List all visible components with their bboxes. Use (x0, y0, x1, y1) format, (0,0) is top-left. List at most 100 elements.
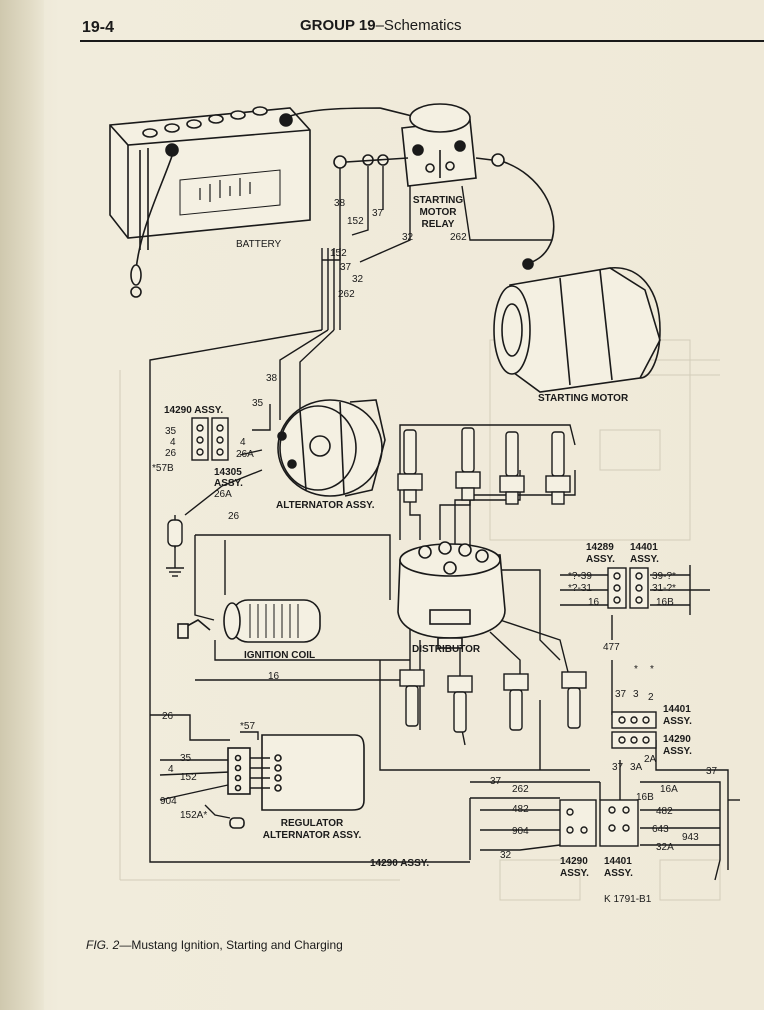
circuit-label: 37 (612, 762, 624, 773)
circuit-label: 31-?* (652, 583, 676, 594)
circuit-label: 37 (372, 208, 384, 219)
conn-14289-label-1: 14289 (586, 542, 614, 553)
circuit-label: 35 (165, 426, 177, 437)
regulator (227, 734, 365, 829)
conn-14401-mid-label-2: ASSY. (663, 716, 692, 727)
circuit-star-mark: * (634, 664, 638, 675)
circuit-label: 4 (168, 764, 174, 775)
circuit-label: 16B (636, 792, 654, 803)
conn-14401-top-label-1: 14401 (630, 542, 658, 553)
circuit-label: 37 (615, 689, 627, 700)
conn-14290-bot-label-2: ASSY. (560, 868, 589, 879)
circuit-label: 3 (633, 689, 639, 700)
connector-labels: 14290 ASSY. 14305 ASSY. 14289 ASSY. 1440… (164, 405, 692, 879)
spark-plug (399, 669, 425, 727)
conn-14401-bot-label-1: 14401 (604, 856, 632, 867)
circuit-label: *57 (240, 721, 255, 732)
circuit-label: 16 (588, 597, 600, 608)
circuit-label: 37 (706, 766, 718, 777)
book-binding-shadow (0, 0, 44, 1010)
conn-14401-top-label-2: ASSY. (630, 554, 659, 565)
circuit-label: *57B (152, 463, 174, 474)
conn-14289-label-2: ASSY. (586, 554, 615, 565)
spark-plug (447, 675, 473, 733)
group-title: –Schematics (375, 17, 462, 34)
circuit-label: 32 (352, 274, 364, 285)
circuit-label: 35 (252, 398, 264, 409)
battery-negative-terminal (165, 143, 179, 157)
circuit-label: 16A (660, 784, 678, 795)
header-rule (80, 40, 764, 42)
circuit-label: 3A (630, 762, 643, 773)
circuit-label: 482 (656, 806, 673, 817)
circuit-label: 152 (180, 772, 197, 783)
connector-14289-14401 (607, 567, 649, 609)
ignition-coil (177, 599, 321, 643)
distributor-label: DISTRIBUTOR (412, 644, 481, 655)
figure-code: K 1791-B1 (604, 894, 652, 905)
battery (109, 106, 421, 298)
circuit-label: 262 (338, 289, 355, 300)
regulator-label-2: ALTERNATOR ASSY. (263, 830, 362, 841)
circuit-label: *?-31 (568, 583, 592, 594)
conn-14290-mid-label-1: 14290 (663, 734, 691, 745)
starting-motor (493, 161, 661, 393)
circuit-label: 26A (236, 449, 254, 460)
circuit-label: 26 (165, 448, 177, 459)
conn-14401-mid-label-1: 14401 (663, 704, 691, 715)
relay-label-3: RELAY (422, 219, 455, 230)
circuit-label: 262 (512, 784, 529, 795)
circuit-label: 37 (490, 776, 502, 787)
circuit-label: 643 (652, 824, 669, 835)
relay-label-1: STARTING (413, 195, 464, 206)
circuit-label: 482 (512, 804, 529, 815)
starting-motor-relay (333, 103, 505, 187)
ignition-coil-label: IGNITION COIL (244, 650, 315, 661)
starting-motor-label: STARTING MOTOR (538, 393, 629, 404)
circuit-label: 2A (644, 754, 657, 765)
wiring-harness (149, 166, 740, 881)
circuit-label: 38 (334, 198, 346, 209)
circuit-label: 35 (180, 753, 192, 764)
spark-plug (561, 671, 587, 729)
circuit-number-labels: 38 152 37 32 262 152 37 32 262 38 35 35 … (152, 198, 718, 861)
circuit-star-mark: * (650, 664, 654, 675)
component-labels: BATTERY STARTING MOTOR RELAY STARTING MO… (236, 195, 629, 841)
circuit-label: 152 (347, 216, 364, 227)
circuit-label: 943 (682, 832, 699, 843)
circuit-label: 152 (330, 248, 347, 259)
circuit-label: 32 (500, 850, 512, 861)
circuit-label: 16B (656, 597, 674, 608)
circuit-label: 38 (266, 373, 278, 384)
circuit-label: 477 (603, 642, 620, 653)
conn-14305-label-1: 14305 (214, 467, 242, 478)
circuit-label: 26 (162, 711, 174, 722)
spark-plug (503, 673, 529, 731)
circuit-label: 2 (648, 692, 654, 703)
figure-number: FIG. 2 (86, 938, 120, 952)
circuit-label: 262 (450, 232, 467, 243)
circuit-label: 39-?* (652, 571, 676, 582)
conn-14305-label-2: ASSY. (214, 478, 243, 489)
conn-14290-bottom-label: 14290 ASSY. (370, 858, 429, 869)
group-label: GROUP 19 (300, 17, 376, 34)
circuit-label: 4 (170, 437, 176, 448)
regulator-label-1: REGULATOR (281, 818, 344, 829)
circuit-label: 904 (512, 826, 529, 837)
alternator (277, 399, 386, 497)
conn-14290-bot-label-1: 14290 (560, 856, 588, 867)
circuit-label: 152A* (180, 810, 207, 821)
figure-title: —Mustang Ignition, Starting and Charging (119, 938, 343, 952)
circuit-label: 37 (340, 262, 352, 273)
circuit-label: 904 (160, 796, 177, 807)
connector-14401-14290-mid (611, 711, 657, 749)
radio-suppression-capacitor (166, 519, 184, 577)
distributor (397, 541, 506, 649)
connector-14290-14401-bottom (559, 799, 639, 847)
conn-14401-bot-label-2: ASSY. (604, 868, 633, 879)
battery-label: BATTERY (236, 239, 282, 250)
battery-vent-caps (142, 106, 268, 138)
alternator-label: ALTERNATOR ASSY. (276, 500, 375, 511)
